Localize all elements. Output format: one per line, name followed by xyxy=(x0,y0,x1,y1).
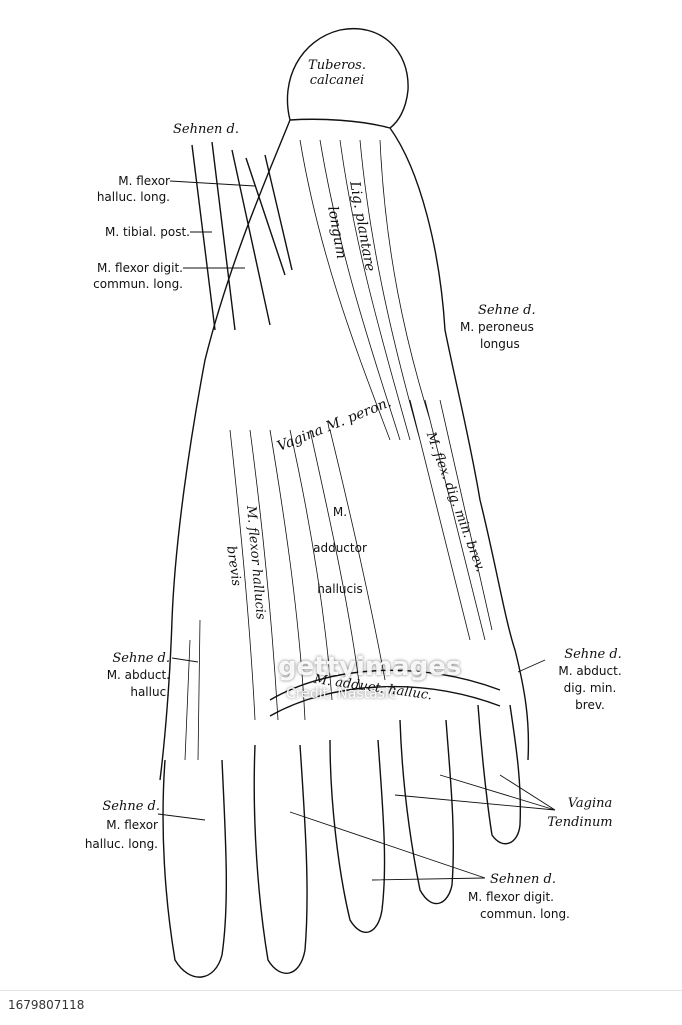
label-m-flexor-digit-2: M. flexor digit. xyxy=(468,890,554,904)
label-m-tibial-post: M. tibial. post. xyxy=(104,225,190,239)
toe-2 xyxy=(253,744,308,974)
label-sehne-d-peroneus: Sehne d. xyxy=(478,303,536,318)
tendon-tubes xyxy=(191,141,293,331)
leader-m-flexor xyxy=(169,180,256,187)
label-adductor: adductor xyxy=(313,541,367,555)
label-hallucis: hallucis xyxy=(317,582,363,596)
label-m-abduct: M. abduct. xyxy=(106,668,170,682)
label-m-peroneus: M. peroneus xyxy=(460,320,534,334)
image-id-label: 1679807118 xyxy=(8,998,85,1012)
tendon-sheath-band xyxy=(269,669,501,717)
label-vagina: Vagina xyxy=(567,796,613,811)
calcaneus-outline xyxy=(286,28,409,129)
label-m-flexor-digit: M. flexor digit. xyxy=(97,261,183,275)
watermark: gettyimages Credit: Nastasic xyxy=(278,652,468,708)
label-halluc-long-2: halluc. long. xyxy=(84,837,158,851)
label-m-flexor: M. flexor xyxy=(118,174,170,188)
label-halluc: halluc. xyxy=(130,685,170,699)
label-sehne-d-flexor: Sehne d. xyxy=(102,799,160,814)
label-m: M. xyxy=(332,505,348,519)
toe-4 xyxy=(399,719,455,905)
leader-sehne-flexor xyxy=(157,813,206,821)
big-toe xyxy=(162,759,228,978)
label-sehne-d-abduct: Sehne d. xyxy=(112,651,170,666)
watermark-logo: gettyimages xyxy=(278,652,462,682)
label-sehnen-d-bottom: Sehnen d. xyxy=(490,872,556,887)
label-brev: brev. xyxy=(575,698,605,712)
label-m-flexor-2: M. flexor xyxy=(106,818,158,832)
label-commun-long-2: commun. long. xyxy=(480,907,570,921)
muscle-fibers xyxy=(184,139,493,761)
label-commun-long: commun. long. xyxy=(93,277,183,291)
footer-bar: 1679807118 xyxy=(0,990,682,1025)
label-dig-min: dig. min. xyxy=(563,681,617,695)
leader-sehne-abduct xyxy=(171,657,199,663)
leader-vagina xyxy=(394,774,556,811)
label-tuberos: Tuberos. xyxy=(308,58,366,73)
label-tendinum: Tendinum xyxy=(547,815,613,830)
toe-5 xyxy=(477,704,522,845)
foot-outline xyxy=(159,119,530,781)
label-calcanei: calcanei xyxy=(309,73,365,88)
label-sehne-d-abduct-dig: Sehne d. xyxy=(564,647,622,662)
label-halluc-long: halluc. long. xyxy=(96,190,170,204)
leader-sehne-abduct-dig xyxy=(517,659,546,673)
leader-sehnen-bottom xyxy=(289,811,486,881)
label-m-abduct-dig: M. abduct. xyxy=(558,664,622,678)
watermark-credit: Credit: Nastasic xyxy=(286,686,397,702)
label-longus: longus xyxy=(480,337,520,351)
toe-3 xyxy=(329,739,386,933)
label-sehnen-d-top: Sehnen d. xyxy=(173,122,239,137)
